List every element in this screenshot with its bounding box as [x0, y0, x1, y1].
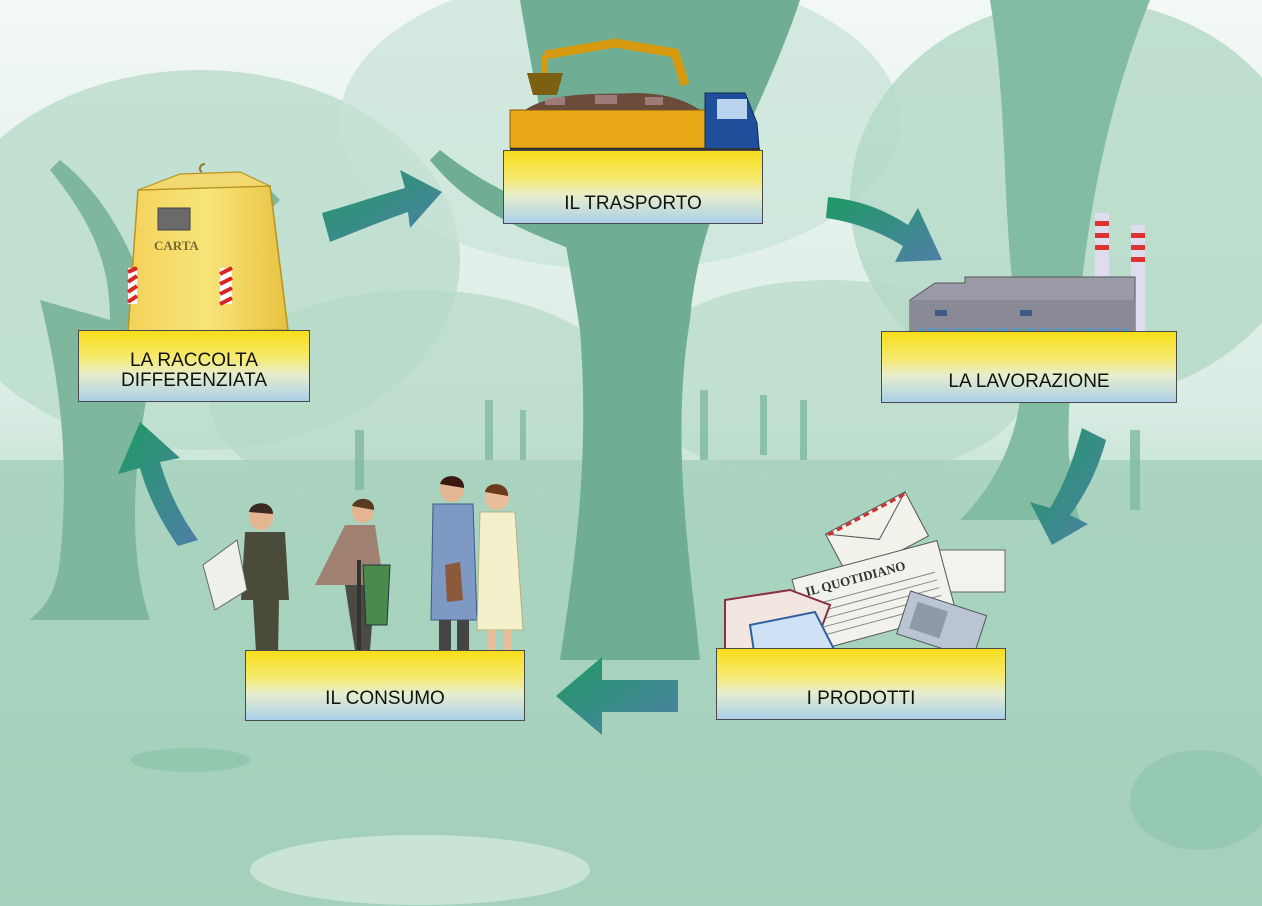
man-at-waste-bin	[315, 498, 391, 660]
woman-in-white-coat	[476, 484, 524, 672]
paper-bin-illustration: CARTA	[126, 163, 289, 333]
bin-label: CARTA	[154, 238, 199, 253]
stage-lavorazione-label: LA LAVORAZIONE	[948, 371, 1110, 392]
arrow-consumo-to-raccolta	[118, 422, 198, 546]
stage-raccolta-label: LA RACCOLTA DIFFERENZIATA	[120, 350, 268, 391]
stage-prodotti-label: I PRODOTTI	[806, 688, 916, 709]
arrow-raccolta-to-trasporto	[322, 170, 442, 242]
man-in-blue-coat	[430, 476, 478, 670]
banknote-icon	[896, 590, 988, 660]
stage-consumo: IL CONSUMO	[245, 650, 525, 721]
arrow-trasporto-to-lavorazione	[826, 197, 942, 262]
stage-prodotti: I PRODOTTI	[716, 648, 1006, 720]
stage-trasporto-label: IL TRASPORTO	[564, 193, 702, 214]
arrow-lavorazione-to-prodotti	[1030, 428, 1106, 545]
stage-consumo-label: IL CONSUMO	[325, 687, 445, 709]
stage-lavorazione: LA LAVORAZIONE	[881, 331, 1177, 403]
stage-trasporto: IL TRASPORTO	[503, 150, 763, 224]
stage-raccolta-differenziata: LA RACCOLTA DIFFERENZIATA	[78, 330, 310, 402]
arrow-prodotti-to-consumo	[556, 657, 678, 735]
